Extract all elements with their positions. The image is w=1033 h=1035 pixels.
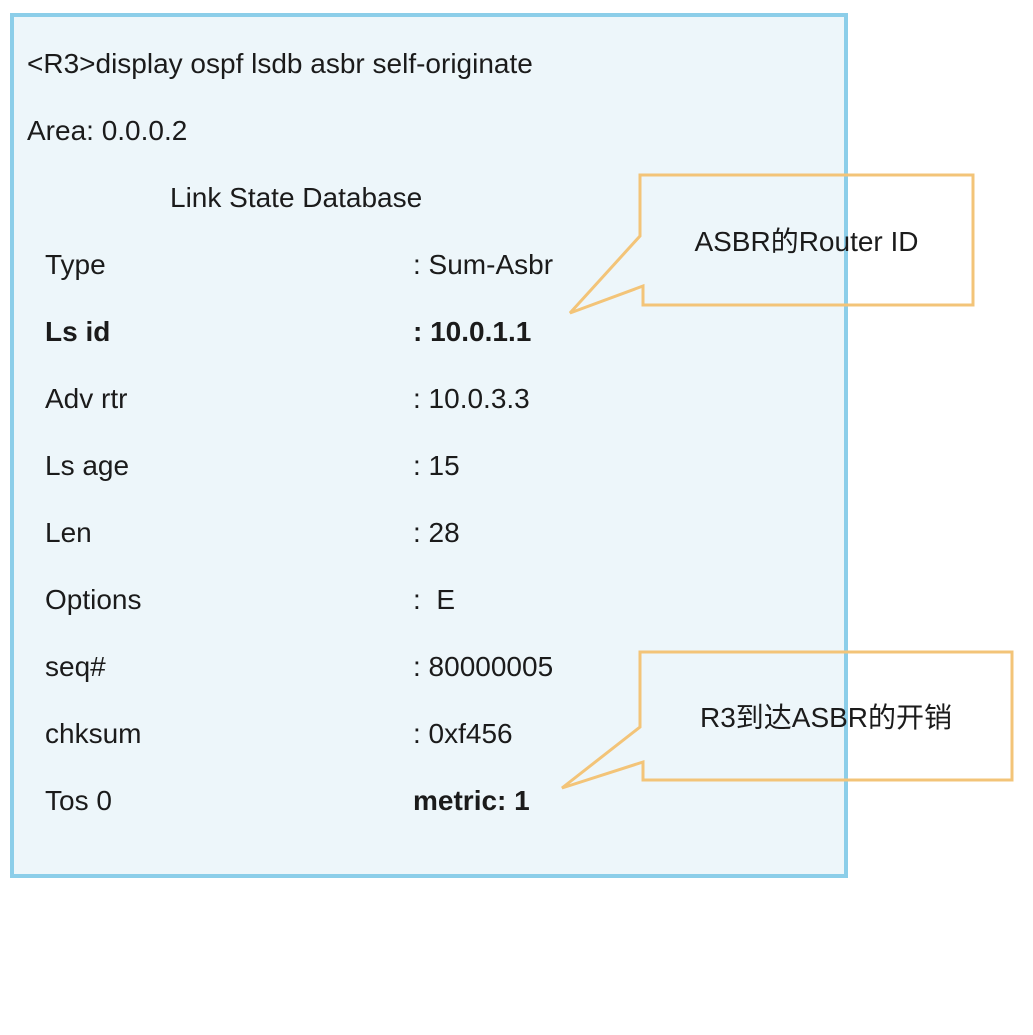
callout-asbr-router-id: ASBR的Router ID: [694, 226, 919, 257]
row-label: Adv rtr: [45, 383, 128, 414]
lsdb-row-len: Len : 28: [14, 499, 844, 566]
lsdb-row-ls-id: Ls id : 10.0.1.1: [14, 298, 844, 365]
row-value: metric: 1: [413, 785, 530, 816]
cli-command-line: <R3>display ospf lsdb asbr self-originat…: [27, 48, 533, 79]
row-value: : Sum-Asbr: [413, 249, 554, 280]
row-label: Type: [45, 249, 106, 280]
console-output-content: <R3>display ospf lsdb asbr self-originat…: [14, 17, 844, 874]
lsdb-row-ls-age: Ls age : 15: [14, 432, 844, 499]
callout-r3-asbr-cost: R3到达ASBR的开销: [699, 702, 953, 733]
row-label: Ls id: [45, 316, 111, 347]
row-label: seq#: [45, 651, 106, 682]
row-value: : E: [413, 584, 456, 615]
lsdb-row-type: Type : Sum-Asbr: [14, 231, 844, 298]
row-value: : 10.0.1.1: [413, 316, 532, 347]
lsdb-row-options: Options : E: [14, 566, 844, 633]
row-label: chksum: [45, 718, 142, 749]
lsdb-row-chksum: chksum : 0xf456: [14, 700, 844, 767]
row-value: : 80000005: [413, 651, 554, 682]
row-label: Tos 0: [45, 785, 112, 816]
row-label: Len: [45, 517, 92, 548]
row-value: : 10.0.3.3: [413, 383, 530, 414]
row-value: : 15: [413, 450, 460, 481]
lsdb-row-seq: seq# : 80000005: [14, 633, 844, 700]
row-value: : 0xf456: [413, 718, 513, 749]
lsdb-table-title: Link State Database: [170, 182, 423, 213]
row-value: : 28: [413, 517, 460, 548]
row-label: Options: [45, 584, 142, 615]
console-output-panel: <R3>display ospf lsdb asbr self-originat…: [10, 13, 848, 878]
lsdb-row-adv-rtr: Adv rtr : 10.0.3.3: [14, 365, 844, 432]
lsdb-row-tos0: Tos 0 metric: 1: [14, 767, 844, 834]
row-label: Ls age: [45, 450, 130, 481]
ospf-area-line: Area: 0.0.0.2: [27, 115, 188, 146]
